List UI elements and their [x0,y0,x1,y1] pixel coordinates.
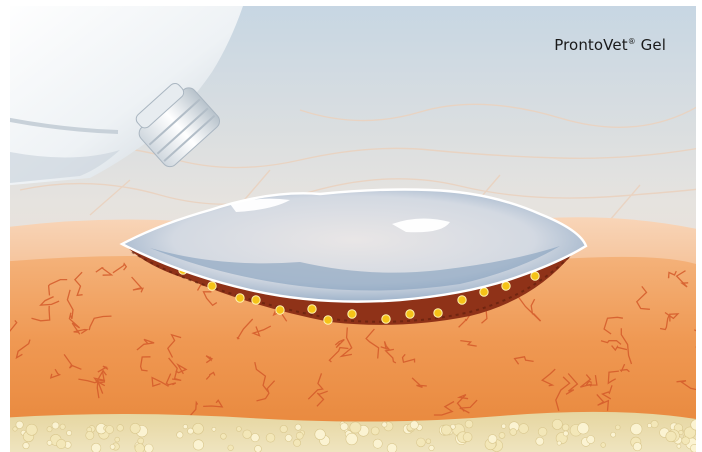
fat-globule [651,420,658,427]
fat-globule [243,430,252,439]
fat-globule [666,431,676,441]
fat-globule [633,442,641,450]
fat-globule [315,429,326,440]
fat-globule [510,429,517,436]
fat-globule [23,442,29,448]
fat-globule [587,436,595,444]
fat-globule [221,433,227,439]
product-name: ProntoVet [554,36,627,54]
fat-globule [562,424,569,431]
fat-globule [110,444,115,449]
fat-globule [26,424,37,435]
fat-globule [552,419,562,429]
active-particle [531,272,539,280]
fat-globule [285,435,292,442]
active-particle [324,316,332,324]
fat-globule [295,424,301,430]
fat-globule [294,439,301,446]
fat-globule [117,425,124,432]
fat-globule [463,433,472,442]
fat-globule [417,438,426,447]
fat-globule [499,432,505,438]
fat-globule [563,431,568,436]
fat-globule [488,435,497,444]
fat-globule [52,422,59,429]
fat-globule [682,437,690,445]
fat-globule [371,427,379,435]
fat-globule [130,423,140,433]
fat-globule [578,423,589,434]
fat-globule [465,420,473,428]
fat-globule [631,423,642,434]
fat-globule [538,427,547,436]
fat-globule [557,441,561,445]
fat-globule [255,445,262,452]
fat-globule [193,423,204,434]
fat-globule [251,433,259,441]
fat-globule [502,424,506,428]
fat-globule [138,438,144,444]
fat-globule [373,439,382,448]
active-particle [480,288,488,296]
fat-globule [611,432,616,437]
fat-globule [16,421,23,428]
fat-globule [690,444,698,452]
fat-globule [677,444,681,448]
fat-globule [346,433,358,445]
fat-globule [280,425,287,432]
fat-globule [91,443,101,452]
fat-globule [193,440,203,450]
active-particle [236,294,244,302]
fat-globule [188,428,194,434]
fat-globule [135,444,145,452]
fat-globule [236,427,241,432]
fat-globule [441,425,451,435]
active-particle [382,315,390,323]
fat-globule [615,425,620,430]
fat-globule [387,443,397,452]
fat-globule [13,427,17,431]
fat-globule [296,432,303,439]
active-particle [276,306,284,314]
fat-globule [410,421,418,429]
fat-globule [426,439,431,444]
fat-globule [382,422,387,427]
fat-globule [350,422,361,433]
fat-globule [679,430,683,434]
fat-globule [177,432,183,438]
fat-globule [144,444,153,452]
active-particle [406,310,414,318]
fat-globule [691,420,701,430]
active-particle [434,309,442,317]
fat-globule [228,445,234,451]
fat-globule [115,437,120,442]
fat-globule [183,424,187,428]
fat-globule [519,424,529,434]
active-particle [252,296,260,304]
fat-globule [106,426,114,434]
fat-globule [47,427,52,432]
product-suffix: Gel [636,36,666,54]
active-particle [458,296,466,304]
fat-globule [57,439,66,448]
registered-mark: ® [628,37,636,46]
fat-globule [536,437,544,445]
active-particle [348,310,356,318]
fat-globule [266,433,275,442]
active-particle [208,282,216,290]
fat-globule [67,430,72,435]
active-particle [502,282,510,290]
fat-globule [47,440,52,445]
fat-globule [429,445,434,450]
fat-globule [86,431,94,439]
active-particle [308,305,316,313]
fat-globule [60,424,65,429]
fat-globule [647,424,651,428]
fat-globule [601,443,606,448]
fat-globule [212,427,216,431]
product-label: ProntoVet® Gel [554,36,666,54]
